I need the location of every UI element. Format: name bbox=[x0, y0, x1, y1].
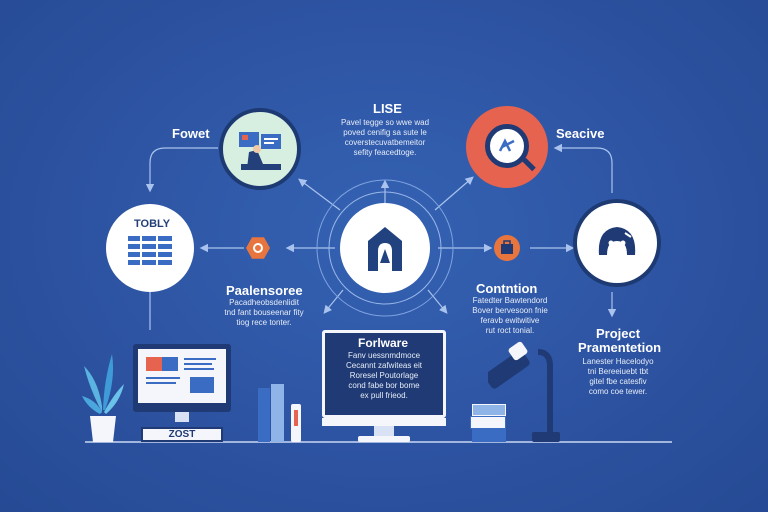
center-blurb: Pavel tegge so wwe wad poved cenifig sa … bbox=[340, 118, 430, 157]
right-node[interactable] bbox=[573, 199, 661, 287]
desk-lamp-illustration bbox=[488, 341, 560, 442]
top-left-node[interactable] bbox=[219, 108, 301, 190]
center-outer-ring bbox=[316, 179, 454, 317]
top-right-label: Seacive bbox=[556, 126, 605, 141]
tool-badge[interactable] bbox=[494, 235, 520, 261]
top-right-node[interactable] bbox=[466, 106, 548, 188]
right-col-label-2: Pramentetion bbox=[578, 340, 662, 355]
toolbox-icon bbox=[501, 240, 513, 254]
left-monitor-badge: ZOST bbox=[168, 429, 196, 440]
loop-arrow-top-left bbox=[145, 147, 218, 193]
pen-holder bbox=[291, 404, 301, 442]
loop-arrow-top-right bbox=[553, 143, 613, 193]
top-left-label: Fowet bbox=[172, 126, 210, 141]
center-label: LISE bbox=[373, 101, 402, 116]
book-1 bbox=[258, 388, 270, 442]
search-icon bbox=[485, 124, 529, 168]
center-monitor-base bbox=[358, 436, 410, 442]
link-center-bottom-left bbox=[323, 289, 344, 314]
link-center-top-left bbox=[298, 178, 341, 211]
center-node[interactable] bbox=[340, 203, 430, 293]
center-monitor[interactable]: Forlware Fanv uessnmdmoce Cecannt zafwit… bbox=[322, 330, 446, 418]
support-headset-icon bbox=[598, 227, 636, 255]
house-icon bbox=[368, 227, 402, 271]
center-monitor-chin bbox=[322, 418, 446, 426]
link-center-top-right bbox=[434, 176, 474, 211]
plant-illustration bbox=[82, 354, 124, 442]
mid-right-label: Contntion bbox=[476, 281, 538, 296]
link-center-bottom-right bbox=[427, 289, 448, 314]
right-col-blurb: Lanester Hacelodyo tni Bereeiuebt tbt gi… bbox=[582, 357, 654, 396]
mid-left-label: Paalensoree bbox=[226, 283, 303, 298]
mid-left-blurb: Pacadheobsdenlidit tnd fant bouseenar fi… bbox=[224, 298, 304, 327]
left-node[interactable]: TOBLY bbox=[106, 204, 194, 292]
center-monitor-title: Forlware bbox=[358, 336, 409, 350]
left-monitor-stand bbox=[175, 412, 189, 422]
left-monitor-base: ZOST bbox=[141, 427, 223, 442]
gear-badge[interactable] bbox=[246, 237, 270, 259]
center-mid-ring bbox=[328, 191, 442, 305]
book-2 bbox=[271, 384, 284, 442]
center-monitor-blurb: Fanv uessnmdmoce Cecannt zafwiteas eit R… bbox=[345, 351, 423, 400]
left-monitor[interactable] bbox=[133, 344, 231, 412]
left-node-label: TOBLY bbox=[134, 218, 171, 230]
center-monitor-stand bbox=[374, 426, 394, 436]
right-col-label-1: Project bbox=[596, 326, 641, 341]
left-monitor-screen bbox=[138, 349, 226, 403]
presentation-icon bbox=[239, 132, 281, 170]
mid-right-blurb: Fatedter Bawtendord Bover bervesoon fnie… bbox=[472, 296, 548, 335]
spreadsheet-icon bbox=[128, 236, 172, 265]
book-stack bbox=[470, 404, 506, 442]
gear-icon bbox=[253, 243, 263, 253]
